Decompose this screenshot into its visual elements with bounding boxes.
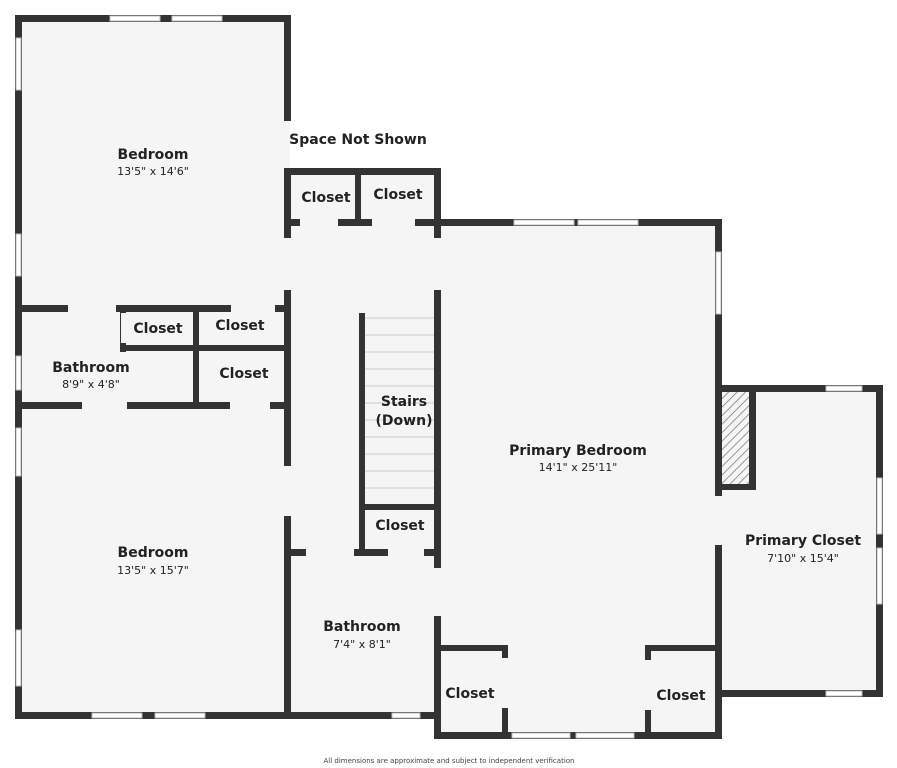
closet-h-label: Closet [656, 688, 706, 704]
stairs-treads [365, 317, 434, 489]
door-openings [68, 219, 722, 710]
primary-closet-name: Primary Closet [745, 533, 861, 549]
disclaimer: All dimensions are approximate and subje… [324, 757, 575, 765]
closet-d-label: Closet [301, 190, 351, 206]
bedroom-top-name: Bedroom [118, 147, 189, 163]
bathroom-left-dims: 8'9" x 4'8" [62, 378, 120, 391]
bedroom-top-dims: 13'5" x 14'6" [117, 165, 189, 178]
stairs-sub-label: (Down) [376, 413, 433, 429]
primary-bedroom-name: Primary Bedroom [509, 443, 647, 459]
closet-b-label: Closet [215, 318, 265, 334]
chimney-hatch [722, 392, 749, 484]
bathroom-center-dims: 7'4" x 8'1" [333, 638, 391, 651]
primary-closet-dims: 7'10" x 15'4" [767, 552, 839, 565]
space-not-shown-label: Space Not Shown [289, 132, 427, 148]
floors [15, 15, 882, 739]
bathroom-center-name: Bathroom [323, 619, 401, 635]
bathroom-left-name: Bathroom [52, 360, 130, 376]
closet-e-label: Closet [373, 187, 423, 203]
windows [15, 15, 883, 739]
closet-f-label: Closet [375, 518, 425, 534]
stairs-label: Stairs [381, 394, 427, 410]
bedroom-bottom-name: Bedroom [118, 545, 189, 561]
closet-g-label: Closet [445, 686, 495, 702]
primary-bedroom-dims: 14'1" x 25'11" [539, 461, 618, 474]
closet-c-label: Closet [219, 366, 269, 382]
closet-a-label: Closet [133, 321, 183, 337]
bedroom-bottom-dims: 13'5" x 15'7" [117, 564, 189, 577]
